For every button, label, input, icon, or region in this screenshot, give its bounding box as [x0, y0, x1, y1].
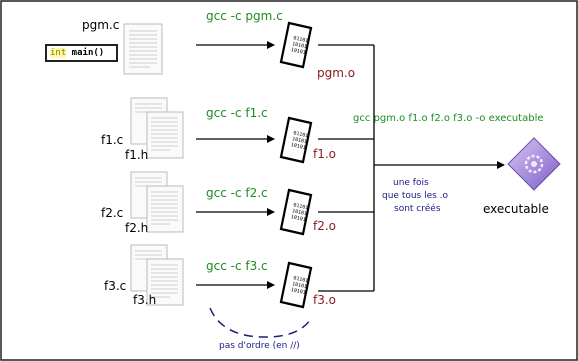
f3-o-label: f3.o — [313, 293, 337, 307]
parallel-dashed-arc — [209, 307, 313, 338]
link-note-line-3: sont créés — [394, 204, 441, 214]
link-note-line-2: que tous les .o — [382, 191, 449, 201]
f2-c-label: f2.c — [101, 206, 124, 220]
svg-text:011011010110101: 011011010110101 — [290, 35, 308, 56]
pgm-o-object-icon: 011011010110101 — [279, 21, 313, 69]
binary-text-line: 10101 — [291, 41, 307, 50]
f1-o-object-icon: 011011010110101 — [279, 116, 313, 164]
f2-o-label: f2.o — [313, 219, 337, 233]
pgm-c-label: pgm.c — [82, 18, 120, 32]
svg-text:011011010110101: 011011010110101 — [290, 275, 308, 296]
executable-label: executable — [483, 202, 549, 216]
f3-documents-icon — [130, 244, 184, 306]
link-command: gcc pgm.o f1.o f2.o f3.o -o executable — [353, 113, 544, 124]
binary-text-line: 01101 — [293, 35, 309, 44]
svg-text:011011010110101: 011011010110101 — [290, 202, 308, 223]
code-function: main() — [66, 48, 105, 58]
f1-c-label: f1.c — [101, 133, 124, 147]
binary-text-line: 10101 — [290, 214, 306, 223]
binary-text-line: 10101 — [290, 142, 306, 151]
compile-command-f1: gcc -c f1.c — [206, 106, 268, 120]
svg-text:011011010110101: 011011010110101 — [290, 130, 308, 151]
binary-text-line: 10101 — [291, 281, 307, 290]
executable-gear-icon — [507, 137, 561, 191]
binary-text-line: 10101 — [290, 47, 306, 56]
f3-h-label: f3.h — [133, 293, 157, 307]
binary-text-line: 10101 — [290, 287, 306, 296]
f1-h-label: f1.h — [125, 148, 149, 162]
code-keyword: int — [50, 48, 67, 58]
link-note-line-1: une fois — [393, 178, 429, 188]
binary-text-line: 01101 — [293, 202, 309, 211]
f1-documents-icon — [130, 97, 184, 159]
binary-text-line: 01101 — [293, 275, 309, 284]
f1-o-label: f1.o — [313, 147, 337, 161]
compile-command-f2: gcc -c f2.c — [206, 186, 268, 200]
f3-c-label: f3.c — [104, 279, 127, 293]
binary-text-line: 10101 — [291, 208, 307, 217]
compile-command-f3: gcc -c f3.c — [206, 259, 268, 273]
f2-h-label: f2.h — [125, 221, 149, 235]
compile-command-pgm: gcc -c pgm.c — [206, 9, 283, 23]
code-snippet-box: int main() — [45, 44, 118, 62]
pgm-o-label: pgm.o — [317, 66, 356, 80]
f3-o-object-icon: 011011010110101 — [279, 261, 313, 309]
binary-text-line: 10101 — [291, 136, 307, 145]
link-connectors — [318, 44, 375, 292]
parallel-note: pas d'ordre (en //) — [219, 341, 300, 351]
f2-documents-icon — [130, 171, 184, 233]
binary-text-line: 01101 — [293, 130, 309, 139]
f2-o-object-icon: 011011010110101 — [279, 188, 313, 236]
pgm-c-document-icon — [123, 23, 163, 75]
